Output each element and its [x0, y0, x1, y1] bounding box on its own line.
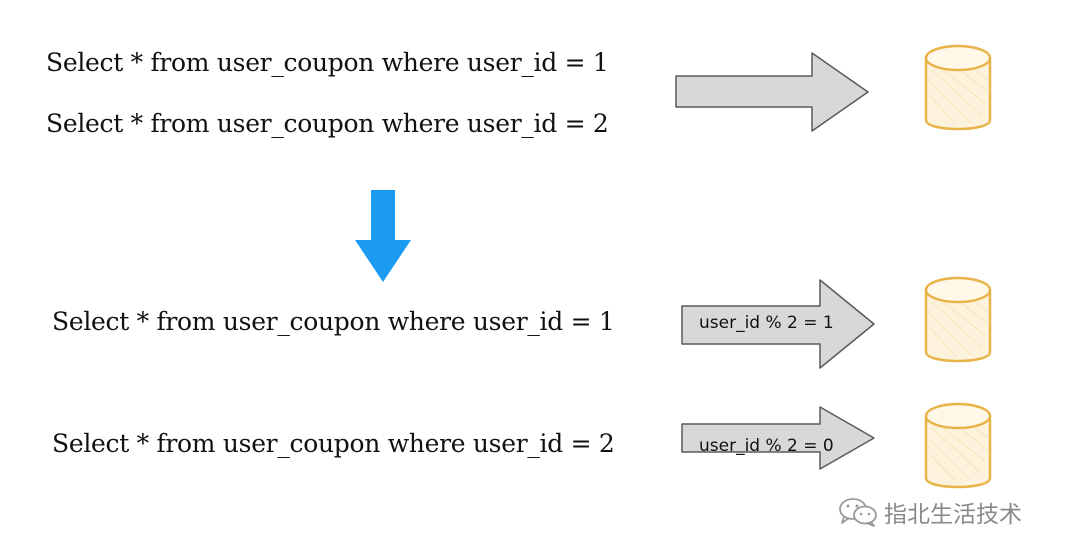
- database-icon-top: [924, 44, 992, 131]
- gray-arrow-top: [675, 52, 869, 132]
- query-text-bottom-2: Select * from user_coupon where user_id …: [52, 429, 615, 458]
- watermark-text: 指北生活技术: [884, 502, 1022, 528]
- query-text-top-1: Select * from user_coupon where user_id …: [46, 48, 609, 77]
- query-text-bottom-1: Select * from user_coupon where user_id …: [52, 307, 615, 336]
- query-text-top-2: Select * from user_coupon where user_id …: [46, 109, 609, 138]
- down-arrow-icon: [355, 190, 411, 282]
- database-icon-even: [924, 402, 992, 489]
- routing-label-even: user_id % 2 = 0: [699, 436, 834, 456]
- routing-arrow-even: [681, 406, 875, 470]
- routing-arrow-odd: [681, 279, 875, 369]
- wechat-icon: [839, 498, 877, 527]
- watermark: 指北生活技术: [838, 495, 1022, 529]
- routing-label-odd: user_id % 2 = 1: [699, 313, 834, 333]
- database-icon-odd: [924, 276, 992, 363]
